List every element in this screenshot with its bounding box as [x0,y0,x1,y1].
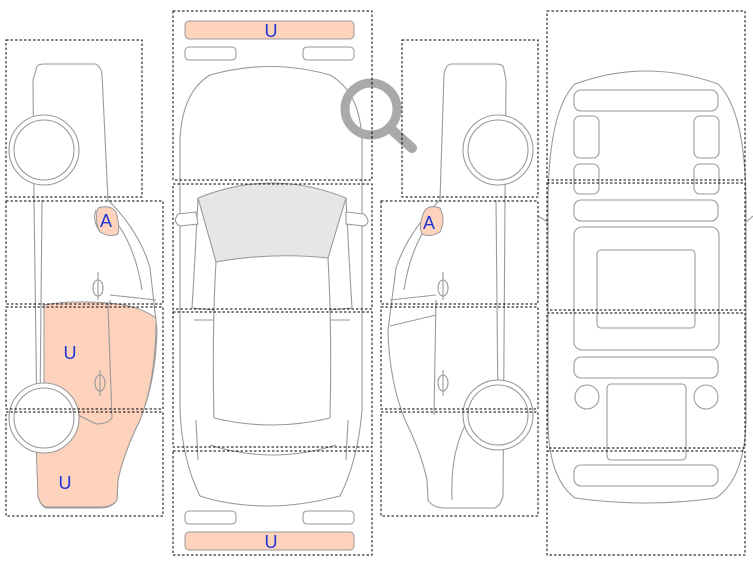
left-front-wheel [8,114,80,186]
left-side-view: A U U [8,63,158,509]
mark-left-front-door: U [64,343,77,363]
mark-right-front-wing: A [423,213,435,233]
mark-left-rear-quarter: U [59,473,72,493]
mark-front-bumper: U [265,21,278,41]
underside-view [537,70,753,504]
right-front-wheel [462,114,534,186]
top-view: U U [174,20,369,552]
front-bumper-damage[interactable] [184,20,355,40]
mark-left-front-wing: A [100,211,112,231]
left-door-handle-front [92,272,104,300]
right-rear-wheel [462,379,534,451]
zone-borders [5,10,746,556]
mark-rear-bumper: U [265,532,278,552]
left-front-wing-damage[interactable] [95,206,120,237]
right-door-handle-rear [437,370,449,396]
left-mirror [174,211,199,227]
left-rear-wheel [8,382,80,454]
windshield [197,182,347,263]
rear-bumper-damage[interactable] [184,531,355,551]
right-side-view: A [387,63,534,509]
right-front-wing-damage[interactable] [419,206,444,237]
right-mirror [345,211,369,227]
left-door-handle-rear [94,370,106,396]
right-door-handle-front [437,272,449,300]
